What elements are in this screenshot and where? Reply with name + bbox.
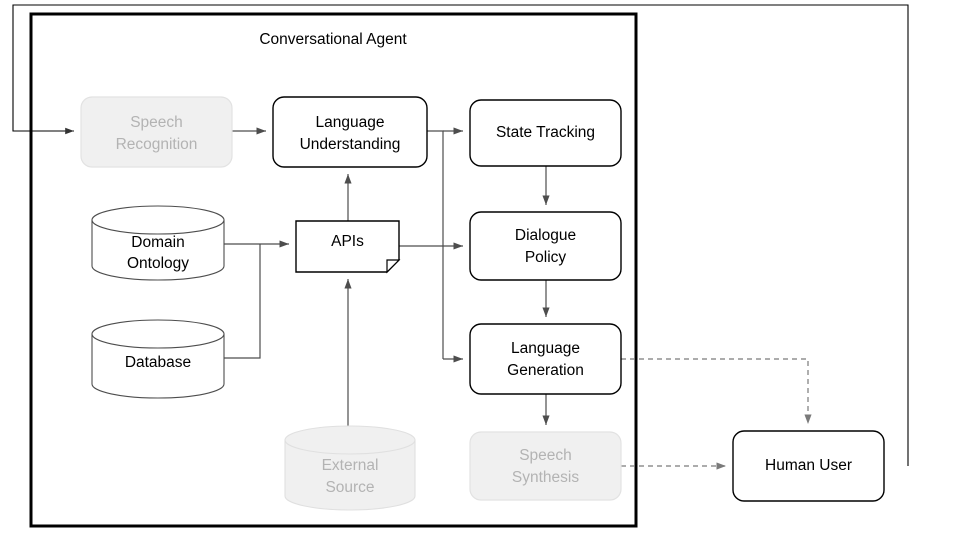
feedback-loop-path <box>12 4 909 466</box>
database-cylinder-top <box>91 319 225 349</box>
language-generation-label-line1: Language <box>511 340 580 357</box>
node-speech-recognition[interactable]: Speech Recognition <box>80 96 233 168</box>
human-user-box <box>732 430 885 502</box>
external-source-cylinder-top <box>284 425 416 455</box>
human-user-label-line1: Human User <box>765 457 852 474</box>
apis-fold-corner-icon <box>386 259 401 274</box>
node-domain-ontology[interactable]: Domain Ontology <box>91 205 225 281</box>
dialogue-policy-label-line1: Dialogue <box>515 227 576 244</box>
domain-ontology-label-line1: Domain <box>131 234 184 251</box>
state-tracking-label-line1: State Tracking <box>496 124 595 141</box>
apis-label-line1: APIs <box>331 233 364 250</box>
domain-ontology-label-line2: Ontology <box>127 255 189 272</box>
dialogue-policy-label-line2: Policy <box>525 249 567 266</box>
database-cylinder-body <box>91 333 225 399</box>
external-source-label-line1: External <box>322 457 379 474</box>
language-understanding-label-line2: Understanding <box>300 136 401 153</box>
node-dialogue-policy[interactable]: Dialogue Policy <box>469 211 622 281</box>
node-language-generation[interactable]: Language Generation <box>469 323 622 395</box>
diagram-title: Conversational Agent <box>259 31 407 48</box>
speech-recognition-label-line2: Recognition <box>116 136 198 153</box>
node-speech-synthesis[interactable]: Speech Synthesis <box>469 431 622 501</box>
speech-synthesis-label-line2: Synthesis <box>512 469 579 486</box>
language-generation-label-line2: Generation <box>507 362 584 379</box>
node-human-user[interactable]: Human User <box>732 430 885 502</box>
state-tracking-box <box>469 99 622 167</box>
external-source-cylinder-body <box>284 439 416 511</box>
speech-recognition-label-line1: Speech <box>130 114 183 131</box>
node-external-source[interactable]: External Source <box>284 425 416 511</box>
node-state-tracking[interactable]: State Tracking <box>469 99 622 167</box>
dialogue-policy-box <box>469 211 622 281</box>
database-label-line1: Database <box>125 354 191 371</box>
language-understanding-box <box>272 96 428 168</box>
edge-language-understanding-bus <box>427 130 444 359</box>
node-database[interactable]: Database <box>91 319 225 399</box>
conversational-agent-frame <box>29 12 638 528</box>
domain-ontology-cylinder-top <box>91 205 225 235</box>
domain-ontology-cylinder-body <box>91 219 225 281</box>
speech-synthesis-label-line1: Speech <box>519 447 572 464</box>
edge-language-generation-to-human-user <box>621 358 812 424</box>
node-apis[interactable]: APIs <box>295 220 401 274</box>
speech-synthesis-box <box>469 431 622 501</box>
language-understanding-label-line1: Language <box>316 114 385 131</box>
language-generation-box <box>469 323 622 395</box>
external-source-label-line2: Source <box>325 479 374 496</box>
speech-recognition-box <box>80 96 233 168</box>
edge-database-to-apis <box>224 244 261 359</box>
node-language-understanding[interactable]: Language Understanding <box>272 96 428 168</box>
